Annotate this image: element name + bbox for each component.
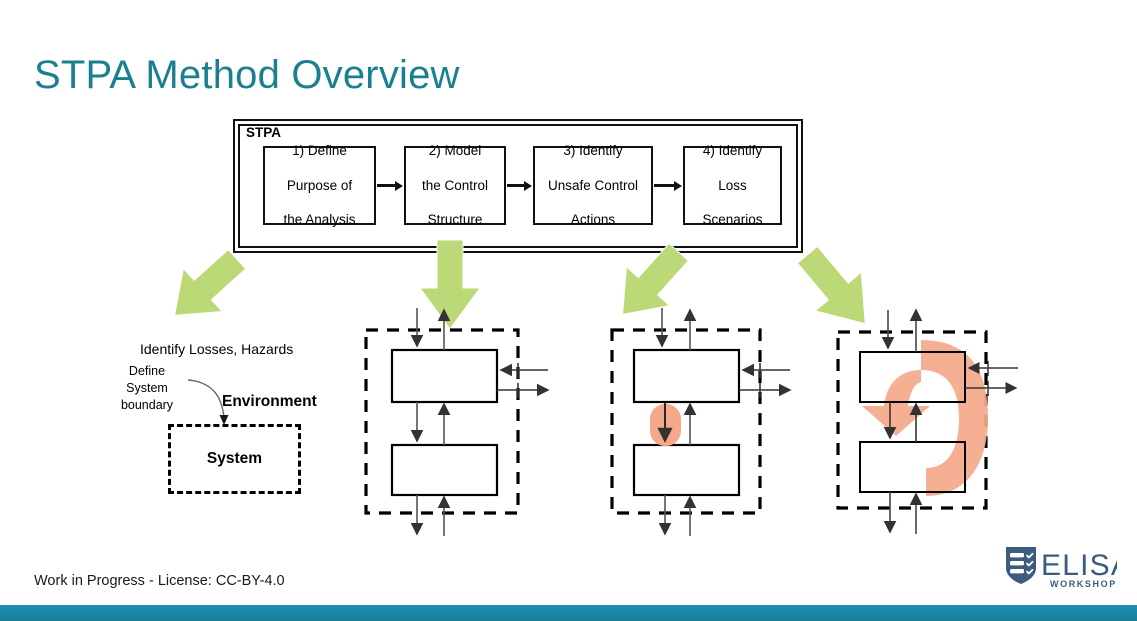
green-arrow-icon-4 bbox=[780, 240, 895, 340]
flow-arrow-icon-1 bbox=[377, 181, 403, 191]
stpa-step-1-line2: Purpose of bbox=[286, 177, 353, 193]
green-arrow-icon-3 bbox=[595, 237, 705, 332]
unsafe-control-action-diagram bbox=[600, 308, 810, 538]
stpa-step-4[interactable]: 4) Identify Loss Scenarios bbox=[683, 143, 782, 228]
define-boundary-line1: Define bbox=[128, 364, 166, 378]
stpa-step-4-line1: 4) Identify bbox=[702, 143, 763, 159]
loss-scenario-diagram bbox=[826, 300, 1041, 540]
loss-loop-highlight bbox=[862, 340, 988, 496]
green-arrow-icon-2 bbox=[410, 238, 490, 333]
flow-arrow-icon-3 bbox=[654, 181, 682, 191]
stpa-step-2-line2: the Control bbox=[421, 177, 489, 193]
define-boundary-line2: System bbox=[126, 380, 168, 395]
elisa-subtitle: WORKSHOPS bbox=[1050, 579, 1117, 589]
green-arrow-icon-1 bbox=[150, 243, 260, 333]
system-boundary-box bbox=[168, 424, 301, 494]
stpa-step-1-line3: the Analysis bbox=[283, 212, 356, 228]
stpa-inner-border bbox=[238, 124, 798, 248]
control-structure-diagram bbox=[352, 308, 562, 538]
stpa-step-3-line1: 3) Identify bbox=[563, 143, 623, 159]
page-title: STPA Method Overview bbox=[34, 53, 460, 97]
stpa-step-1-line1: 1) Define bbox=[292, 143, 347, 159]
elisa-wordmark: ELISA bbox=[1041, 549, 1117, 582]
stpa-step-2[interactable]: 2) Model the Control Structure bbox=[404, 143, 506, 228]
stpa-step-4-line3: Scenarios bbox=[702, 212, 763, 228]
define-boundary-annotation: Define System boundary bbox=[104, 363, 190, 414]
system-label: System bbox=[206, 450, 263, 467]
stpa-step-3-line3: Actions bbox=[570, 212, 616, 228]
footer-license-text: Work in Progress - License: CC-BY-4.0 bbox=[34, 573, 285, 589]
environment-label: Environment bbox=[222, 393, 317, 410]
stpa-label: STPA bbox=[246, 125, 282, 140]
boundary-pointer-arrow-icon bbox=[186, 374, 246, 434]
stpa-step-3[interactable]: 3) Identify Unsafe Control Actions bbox=[533, 143, 653, 228]
flow-arrow-icon-2 bbox=[507, 181, 532, 191]
stpa-step-1[interactable]: 1) Define Purpose of the Analysis bbox=[263, 143, 376, 228]
bottom-accent-bar bbox=[0, 605, 1137, 621]
stpa-step-2-line1: 2) Model bbox=[428, 143, 482, 159]
elisa-logo: ELISA WORKSHOPS bbox=[1004, 544, 1117, 590]
losses-heading: Identify Losses, Hazards bbox=[140, 341, 294, 357]
stpa-step-3-line2: Unsafe Control bbox=[547, 177, 639, 193]
shield-icon bbox=[1006, 547, 1036, 584]
stpa-step-4-line2: Loss bbox=[718, 177, 747, 193]
stpa-step-2-line3: Structure bbox=[427, 212, 483, 228]
define-boundary-line3: boundary bbox=[120, 397, 174, 412]
